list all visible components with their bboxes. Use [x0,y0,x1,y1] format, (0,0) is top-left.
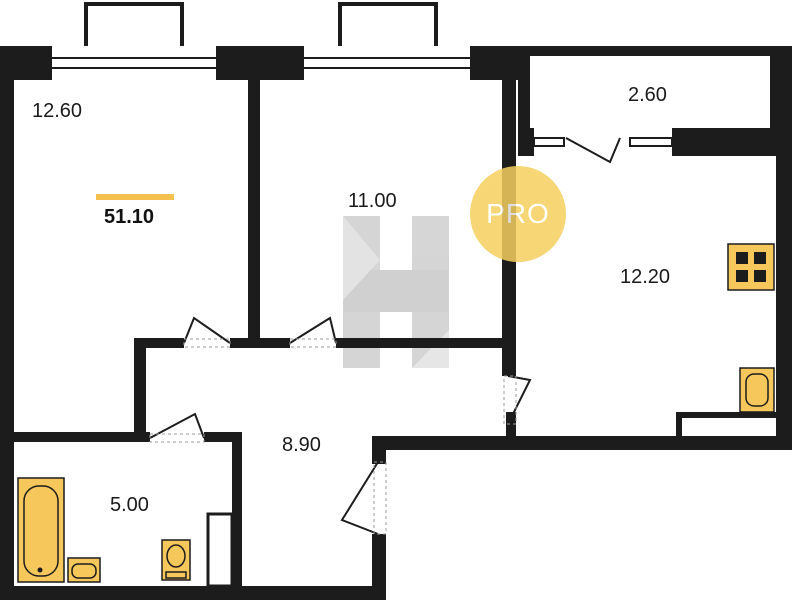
total-accent-bar [96,194,174,200]
watermark-logo [343,216,449,368]
room-area-middle: 11.00 [348,190,397,212]
hallway-area: 8.90 [282,434,321,456]
stove [727,243,775,291]
toilet [161,539,191,581]
watermark-badge: PRO [470,166,566,262]
total-area: 51.10 [104,206,155,228]
walls [0,46,792,600]
bathroom-area: 5.00 [110,494,149,516]
top-balconies [84,2,438,46]
kitchen-area: 12.20 [620,266,671,288]
bathtub [17,477,65,583]
windows [49,57,673,147]
bathroom-sink [67,557,101,583]
balcony-area: 2.60 [628,84,667,106]
doors [149,137,621,535]
kitchen-sink [739,367,775,413]
door-dashes [149,338,517,535]
room-area-left: 12.60 [32,100,83,122]
